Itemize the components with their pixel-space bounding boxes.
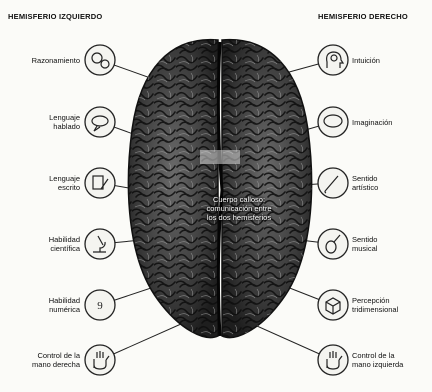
microscope-icon: [85, 229, 115, 259]
gears-icon: [85, 45, 115, 75]
corpus-callosum-label: Cuerpo calloso: comunicación entre los d…: [190, 195, 288, 222]
speech-bubble-icon: [85, 107, 115, 137]
cube-icon: [318, 290, 348, 320]
writing-hand-icon: [85, 168, 115, 198]
right-hemisphere-header: HEMISFERIO DERECHO: [318, 12, 408, 21]
numbers-icon: 9: [85, 290, 115, 320]
left-function-label: Control de la mano derecha: [0, 351, 80, 369]
head-spiral-icon: [318, 45, 348, 75]
thought-cloud-icon: [318, 107, 348, 137]
left-function-label: Habilidad numérica: [0, 296, 80, 314]
right-function-label: Intuición: [352, 56, 432, 65]
right-hand-icon: [85, 345, 115, 375]
left-function-label: Habilidad científica: [0, 235, 80, 253]
right-function-label: Imaginación: [352, 118, 432, 127]
left-function-label: Razonamiento: [0, 56, 80, 65]
right-function-label: Sentido artístico: [352, 174, 432, 192]
right-function-label: Control de la mano izquierda: [352, 351, 432, 369]
left-hand-icon: [318, 345, 348, 375]
guitar-icon: [318, 229, 348, 259]
left-function-label: Lenguaje hablado: [0, 113, 80, 131]
left-hemisphere-header: HEMISFERIO IZQUIERDO: [8, 12, 102, 21]
corpus-callosum-marker: [200, 150, 240, 164]
right-function-label: Percepción tridimensional: [352, 296, 432, 314]
svg-text:9: 9: [97, 300, 103, 312]
left-function-label: Lenguaje escrito: [0, 174, 80, 192]
right-function-label: Sentido musical: [352, 235, 432, 253]
paintbrush-icon: [318, 168, 348, 198]
brain-illustration: [128, 40, 311, 338]
